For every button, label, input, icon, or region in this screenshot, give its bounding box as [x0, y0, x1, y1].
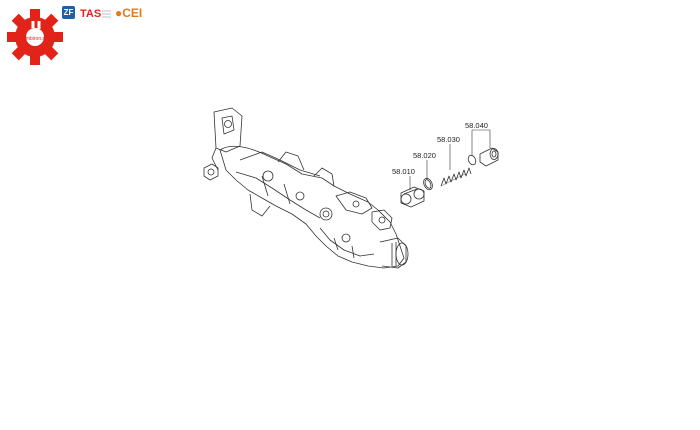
- part-58-020: [423, 177, 433, 191]
- tas-logo-text: TAS: [80, 8, 101, 20]
- label-part-58-020: 58.020: [413, 151, 436, 160]
- label-part-58-010: 58.010: [392, 167, 415, 176]
- cei-mark-icon: ●: [115, 6, 123, 20]
- cei-logo: ●CEI: [115, 6, 142, 20]
- leader-lines: [409, 129, 491, 190]
- label-part-58-040: 58.040: [465, 121, 488, 130]
- cei-logo-text: CEI: [122, 6, 143, 20]
- gear-logo-icon: ombiron.ru: [7, 9, 63, 65]
- part-58-040: [467, 147, 499, 167]
- zf-logo: ZF: [62, 6, 75, 19]
- logo-site-text: ombiron.ru: [23, 36, 47, 42]
- part-58-030: [440, 167, 472, 187]
- label-part-58-030: 58.030: [437, 135, 460, 144]
- tas-logo: TAS: [80, 8, 111, 20]
- housing-assembly: [203, 107, 409, 269]
- part-58-010: [400, 186, 425, 208]
